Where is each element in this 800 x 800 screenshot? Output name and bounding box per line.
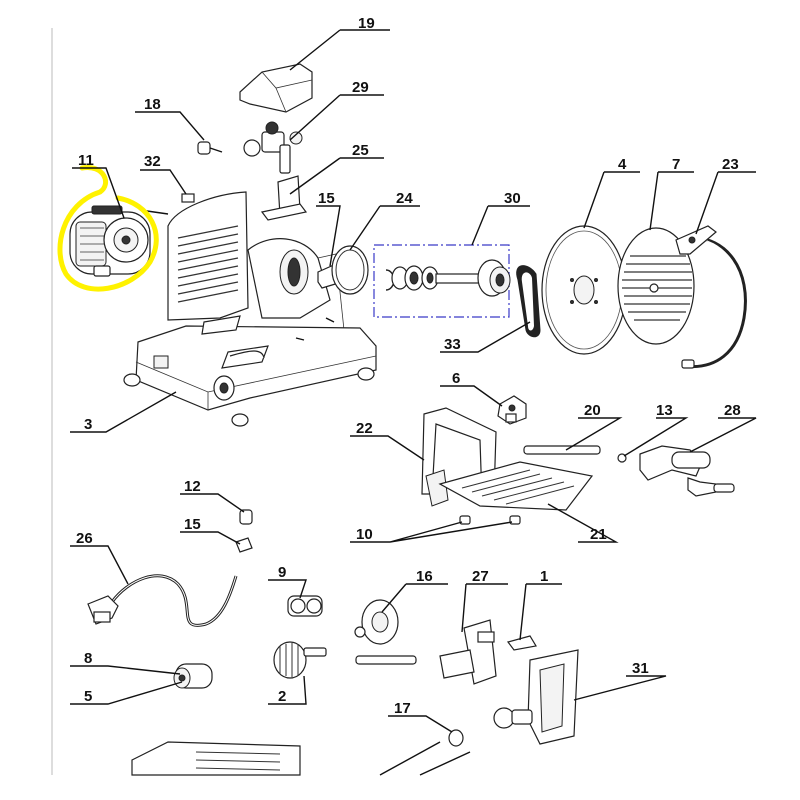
callout-9: 9 [278, 564, 286, 581]
callout-26: 26 [76, 530, 93, 547]
callout-31: 31 [632, 660, 649, 677]
part-6-clip [497, 395, 527, 425]
part-16-pulley [354, 599, 417, 665]
cropped-bottom-parts [131, 741, 471, 776]
part-25-bracket [260, 175, 308, 221]
part-8-5-gear-motor [173, 663, 213, 689]
callout-18: 18 [144, 96, 161, 113]
part-10-screw-a [509, 515, 521, 525]
callout-5: 5 [84, 688, 92, 705]
part-15-clip [235, 537, 253, 553]
part-1-clip [506, 635, 537, 651]
callout-13: 13 [656, 402, 673, 419]
part-12-cap [239, 509, 253, 525]
part-26-power-cord [87, 574, 238, 627]
callout-17: 17 [394, 700, 411, 717]
callout-8: 8 [84, 650, 92, 667]
callout-33: 33 [444, 336, 461, 353]
part-2-knob [273, 641, 327, 679]
leader-lines [70, 29, 757, 733]
callout-27: 27 [472, 568, 489, 585]
callout-32: 32 [144, 153, 161, 170]
part-4-blade [541, 225, 627, 355]
part-31-carriage [493, 649, 579, 745]
callout-24: 24 [396, 190, 413, 207]
callout-12: 12 [184, 478, 201, 495]
callout-1: 1 [540, 568, 548, 585]
callout-30: 30 [504, 190, 521, 207]
part-20-rod [523, 445, 601, 455]
callout-22: 22 [356, 420, 373, 437]
callout-2: 2 [278, 688, 286, 705]
part-housing-body [123, 191, 377, 427]
part-10-screw-b [459, 515, 471, 525]
callout-25: 25 [352, 142, 369, 159]
callout-3: 3 [84, 416, 92, 433]
part-29-knob-assembly [243, 121, 303, 174]
callout-4: 4 [618, 156, 627, 173]
callout-29: 29 [352, 79, 369, 96]
part-19-cover [239, 63, 313, 113]
callout-19: 19 [358, 15, 375, 32]
callout-21: 21 [590, 526, 607, 543]
part-33-belt [516, 265, 541, 338]
part-27-bracket [439, 619, 497, 685]
part-24-ring [331, 245, 369, 295]
part-28-handle [639, 445, 735, 497]
part-23-ring-guard [675, 225, 747, 369]
part-17-ring [448, 729, 464, 747]
callout-labels: 19 29 18 25 11 32 15 24 30 4 7 23 33 6 3… [76, 15, 741, 717]
highlight-swoosh [57, 165, 159, 292]
part-7-blade-cover [617, 227, 695, 345]
callout-11: 11 [78, 152, 94, 169]
callout-6: 6 [452, 370, 460, 387]
callout-7: 7 [672, 156, 680, 173]
part-30-shaft-assembly [385, 259, 511, 297]
part-18-screw [197, 141, 223, 155]
callout-15-top: 15 [318, 190, 335, 207]
part-11-motor [69, 205, 151, 277]
part-22-pusher-arm [421, 407, 497, 507]
part-32-pad [181, 193, 195, 203]
callout-20: 20 [584, 402, 601, 419]
callout-10: 10 [356, 526, 373, 543]
callout-23: 23 [722, 156, 739, 173]
callout-15-lower: 15 [184, 516, 201, 533]
part-9-switch [287, 595, 323, 617]
callout-28: 28 [724, 402, 741, 419]
callout-16: 16 [416, 568, 433, 585]
part-21-tray [438, 461, 594, 511]
